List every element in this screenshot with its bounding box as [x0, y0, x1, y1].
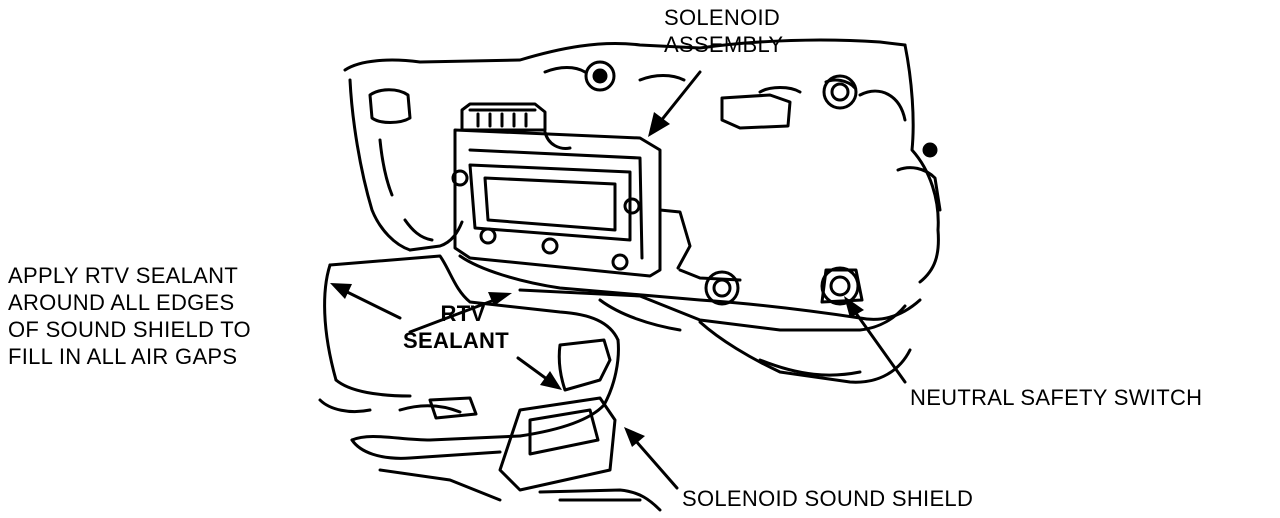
neutral-safety-switch-label: NEUTRAL SAFETY SWITCH	[910, 385, 1203, 410]
case-bolts	[584, 60, 938, 158]
leader-arrows	[335, 70, 907, 490]
apply-rtv-sealant-label: APPLY RTV SEALANT AROUND ALL EDGES OF SO…	[8, 263, 251, 369]
arrow-heads	[330, 112, 864, 447]
rtv-sealant-label: RTV SEALANT	[403, 301, 509, 353]
neutral-safety-switch-shape	[704, 266, 864, 306]
transmission-case	[343, 38, 942, 284]
oil-pan	[458, 254, 922, 384]
solenoid-assembly-label: SOLENOID ASSEMBLY	[664, 5, 784, 57]
solenoid-assembly-shape	[451, 102, 692, 278]
solenoid-sound-shield-label: SOLENOID SOUND SHIELD	[682, 486, 974, 511]
sound-shield-shape	[318, 254, 662, 512]
